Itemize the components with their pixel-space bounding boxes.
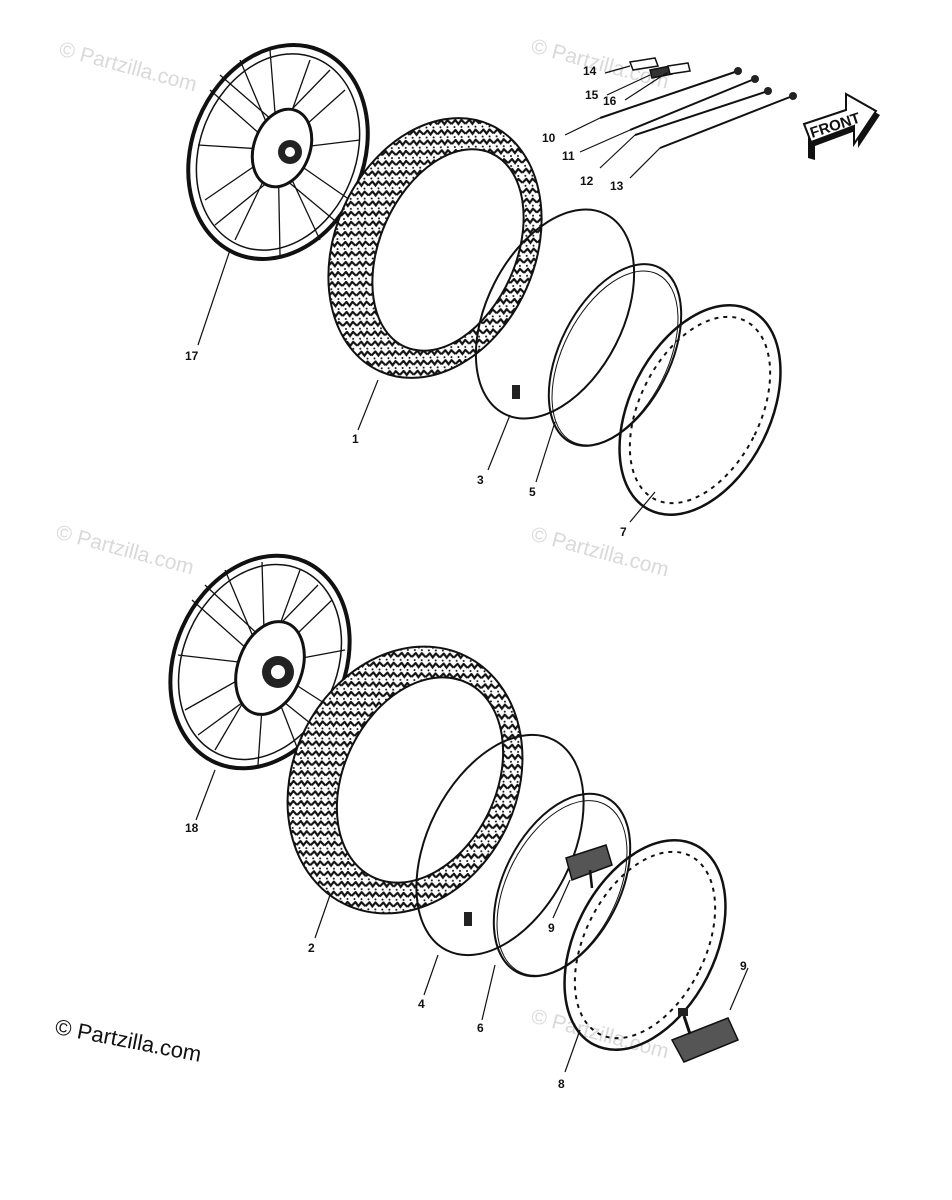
leader-lines-top: [197, 65, 669, 523]
part-number-5: 5: [529, 485, 536, 499]
tire-rear: [286, 645, 524, 915]
inner-tube-front: [474, 208, 636, 420]
watermark: © Partzilla.com: [529, 523, 672, 582]
rim-band-front: [547, 263, 683, 447]
part-number-18: 18: [185, 821, 199, 835]
part-number-14: 14: [583, 64, 597, 78]
watermark: © Partzilla.com: [54, 521, 197, 580]
part-number-10: 10: [542, 131, 556, 145]
part-number-16: 16: [603, 94, 617, 108]
leader-lines-bottom: [195, 769, 749, 1073]
part-number-7: 7: [620, 525, 627, 539]
part-number-3: 3: [477, 473, 484, 487]
part-number-9: 9: [740, 959, 747, 973]
rim-lock-clip: [565, 844, 613, 889]
rim-front: [618, 304, 782, 516]
rim-rear: [563, 839, 727, 1051]
part-number-8: 8: [558, 1077, 565, 1091]
part-number-12: 12: [580, 174, 594, 188]
tube-valve: [464, 912, 472, 926]
part-number-15: 15: [585, 88, 599, 102]
part-number-2: 2: [308, 941, 315, 955]
part-number-9: 9: [548, 921, 555, 935]
spoke-parts: [599, 57, 797, 149]
rim-band-rear: [492, 792, 632, 978]
rim-lock: [670, 1008, 740, 1063]
part-number-11: 11: [562, 149, 575, 163]
part-number-6: 6: [477, 1021, 484, 1035]
part-number-4: 4: [418, 997, 425, 1011]
spoked-wheel-front: [186, 43, 370, 261]
part-number-1: 1: [352, 432, 359, 446]
spoked-wheel-rear: [168, 553, 352, 771]
part-number-labels: 1 2 3 4 5 6 7 8 9 9 10 11 12 13 14 15 16…: [185, 64, 747, 1091]
watermark: © Partzilla.com: [57, 38, 200, 97]
tube-valve: [512, 385, 520, 399]
tire-front: [327, 117, 543, 379]
part-number-17: 17: [185, 349, 199, 363]
front-direction-arrow: FRONT: [802, 92, 880, 160]
inner-tube-rear: [415, 733, 585, 957]
part-number-13: 13: [610, 179, 624, 193]
